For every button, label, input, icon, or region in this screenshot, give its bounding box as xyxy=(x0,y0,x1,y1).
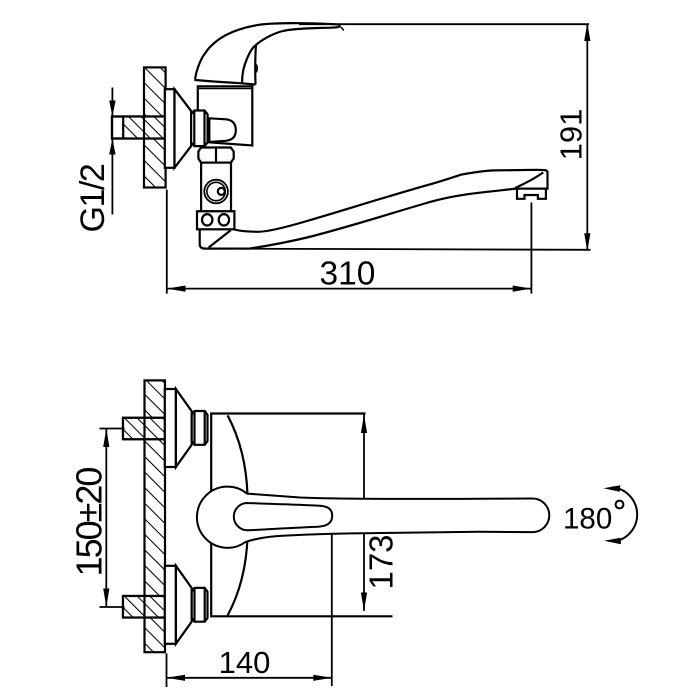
svg-text:140: 140 xyxy=(219,645,271,680)
svg-text:173: 173 xyxy=(363,534,400,589)
svg-text:G1/2: G1/2 xyxy=(74,164,112,232)
svg-text:150±20: 150±20 xyxy=(69,468,110,577)
svg-text:191: 191 xyxy=(554,109,589,161)
svg-text:310: 310 xyxy=(320,256,376,293)
svg-text:180: 180 xyxy=(563,503,612,536)
